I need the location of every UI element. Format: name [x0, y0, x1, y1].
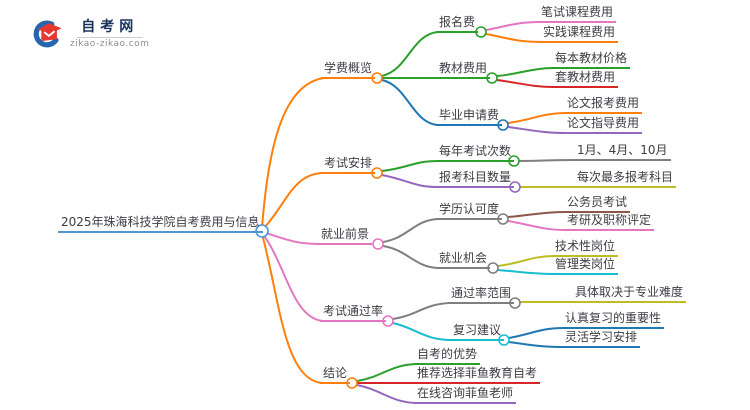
- zikao-logo-icon: [33, 20, 62, 48]
- node-exam-months: 1月、4月、10月: [574, 142, 671, 161]
- node-graduation-fee: 毕业申请费: [436, 107, 503, 126]
- node-written-course-fee: 笔试课程费用: [538, 4, 617, 23]
- node-recommend-feiyu-edu: 推荐选择菲鱼教育自考: [414, 365, 541, 384]
- node-root: 2025年珠海科技学院自考费用与信息: [58, 214, 263, 233]
- node-civil-service-exam: 公务员考试: [564, 194, 631, 213]
- node-selfexam-advantages: 自考的优势: [414, 346, 481, 365]
- node-exams-per-year: 每年考试次数: [436, 143, 515, 162]
- node-exam-schedule: 考试安排: [321, 155, 376, 174]
- node-textbook-set-fee: 套教材费用: [552, 69, 619, 88]
- node-consult-feiyu-teacher: 在线咨询菲鱼老师: [414, 385, 517, 404]
- node-registration-fee: 报名费: [436, 14, 479, 33]
- node-thesis-registration-fee: 论文报考费用: [564, 95, 643, 114]
- node-fee-overview: 学费概览: [321, 60, 376, 79]
- logo-divider: [76, 37, 143, 38]
- node-job-opportunities: 就业机会: [436, 250, 491, 269]
- node-management-jobs: 管理类岗位: [552, 256, 619, 275]
- node-subjects-count: 报考科目数量: [436, 169, 515, 188]
- node-career-prospects: 就业前景: [318, 226, 373, 245]
- node-practice-course-fee: 实践课程费用: [540, 24, 619, 43]
- site-url: zikao-zikao.com: [70, 39, 150, 49]
- node-per-textbook-price: 每本教材价格: [552, 50, 631, 69]
- node-review-importance: 认真复习的重要性: [562, 310, 665, 329]
- node-review-advice: 复习建议: [450, 322, 505, 341]
- node-flexible-study-plan: 灵活学习安排: [562, 329, 641, 348]
- site-logo[interactable]: 自考网 zikao-zikao.com: [30, 20, 149, 49]
- node-technical-jobs: 技术性岗位: [552, 238, 619, 257]
- node-max-subjects: 每次最多报考科目: [574, 169, 677, 188]
- site-name: 自考网: [81, 19, 139, 35]
- node-degree-recognition: 学历认可度: [436, 201, 503, 220]
- node-textbook-fee: 教材费用: [436, 60, 491, 79]
- node-thesis-guidance-fee: 论文指导费用: [564, 115, 643, 134]
- node-conclusion: 结论: [320, 365, 351, 384]
- node-depends-on-difficulty: 具体取决于专业难度: [572, 284, 687, 303]
- node-pass-rate: 考试通过率: [320, 303, 387, 322]
- node-toggle-career-prospects[interactable]: [372, 238, 384, 250]
- node-pass-rate-range: 通过率范围: [448, 285, 515, 304]
- node-postgrad-title-eval: 考研及职称评定: [564, 212, 655, 231]
